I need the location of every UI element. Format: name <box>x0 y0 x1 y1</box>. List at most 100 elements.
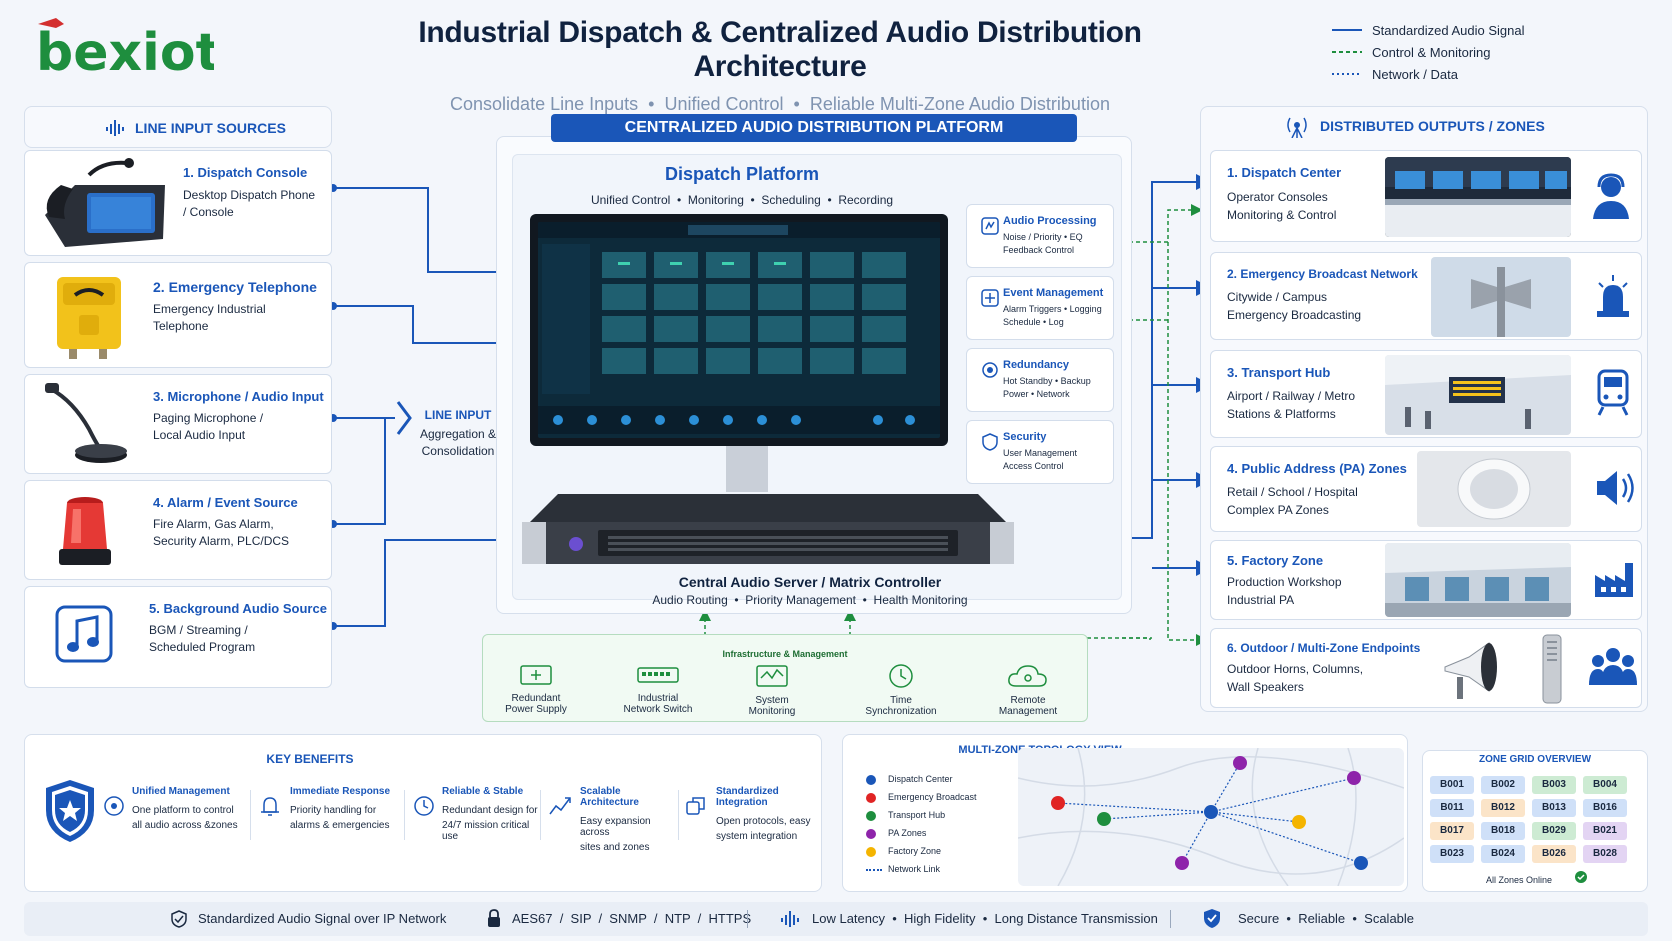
feature-redundancy[interactable]: Redundancy Hot Standby • Backup Power • … <box>966 348 1114 412</box>
redundancy-icon <box>982 362 998 378</box>
footer-item: Low Latency • High Fidelity • Long Dista… <box>812 911 1158 926</box>
topology-legend-item: Emergency Broadcast <box>866 790 1016 808</box>
zone-cell[interactable]: B004 <box>1583 776 1627 794</box>
infra-network-switch: Industrial Network Switch <box>618 662 698 715</box>
infra-remote-management: Remote Management <box>990 662 1066 717</box>
footer-item: Secure • Reliable • Scalable <box>1238 911 1415 926</box>
infra-power-supply: Redundant Power Supply <box>500 662 572 715</box>
people-group-icon <box>1589 648 1637 685</box>
reliability-icon <box>414 796 434 816</box>
zone-cell[interactable]: B012 <box>1481 799 1525 817</box>
check-circle-icon <box>1575 871 1587 883</box>
benefit-unified-management: Unified Management One platform to contr… <box>102 786 248 846</box>
lock-icon <box>488 909 500 927</box>
music-note-icon <box>55 605 113 663</box>
emergency-telephone-icon <box>57 277 121 359</box>
shield-check-icon <box>1204 909 1220 928</box>
input-card-background-audio[interactable]: 5. Background Audio Source BGM / Streami… <box>24 586 332 688</box>
infrastructure-panel <box>482 634 1088 722</box>
factory-photo <box>1385 543 1571 617</box>
integration-icon <box>686 797 705 815</box>
zone-cell[interactable]: B001 <box>1430 776 1474 794</box>
legend-item: Standardized Audio Signal <box>1332 23 1525 38</box>
output-card-pa-zones[interactable]: 4. Public Address (PA) Zones Retail / Sc… <box>1210 446 1642 532</box>
zone-cell[interactable]: B017 <box>1430 822 1474 840</box>
network-switch-icon <box>637 667 679 683</box>
topology-node-pa <box>1233 756 1247 770</box>
bell-icon <box>261 797 279 816</box>
alarm-beacon-icon <box>59 497 111 565</box>
brand-logo: bexiot <box>34 14 220 83</box>
zone-cell[interactable]: B028 <box>1583 845 1627 863</box>
infrastructure-label: Infrastructure & Management <box>722 649 848 659</box>
power-supply-icon <box>520 665 552 685</box>
line-input-aggregation: LINE INPUT Aggregation & Consolidation <box>419 408 497 458</box>
zone-grid: B001 B002 B003 B004 B011 B012 B013 B016 … <box>1430 776 1642 868</box>
logo-mark-icon: bexiot <box>36 18 220 83</box>
benefit-immediate-response: Immediate Response Priority handling for… <box>258 786 406 846</box>
factory-icon <box>1595 563 1633 597</box>
antenna-icon <box>1287 117 1307 138</box>
server-title: Central Audio Server / Matrix Controller <box>678 574 942 590</box>
zone-cell[interactable]: B021 <box>1583 822 1627 840</box>
system-monitoring-icon <box>756 665 788 687</box>
topology-node-factory <box>1292 815 1306 829</box>
shield-check-icon <box>171 910 187 928</box>
zone-cell[interactable]: B011 <box>1430 799 1474 817</box>
output-card-emergency-broadcast[interactable]: 2. Emergency Broadcast Network Citywide … <box>1210 252 1642 340</box>
topology-legend: Dispatch Center Emergency Broadcast Tran… <box>866 772 1016 880</box>
topology-node-dispatch <box>1354 856 1368 870</box>
scalable-graph-icon <box>549 797 571 815</box>
dispatch-monitor <box>530 214 948 446</box>
input-card-dispatch-console[interactable]: 1. Dispatch Console Desktop Dispatch Pho… <box>24 150 332 256</box>
footer-item: AES67 / SIP / SNMP / NTP / HTTPS <box>512 911 752 926</box>
zone-cell[interactable]: B002 <box>1481 776 1525 794</box>
page-subtitle: Consolidate Line Inputs • Unified Contro… <box>450 94 1110 114</box>
topology-node-transport <box>1097 812 1111 826</box>
zone-cell[interactable]: B016 <box>1583 799 1627 817</box>
input-card-alarm-source[interactable]: 4. Alarm / Event Source Fire Alarm, Gas … <box>24 480 332 580</box>
zone-cell[interactable]: B029 <box>1532 822 1576 840</box>
ceiling-speaker-photo <box>1417 451 1571 527</box>
topology-map <box>1018 748 1404 886</box>
infra-time-sync: Time Synchronization <box>858 662 944 717</box>
output-card-transport-hub[interactable]: 3. Transport Hub Airport / Railway / Met… <box>1210 350 1642 438</box>
output-card-factory-zone[interactable]: 5. Factory Zone Production Workshop Indu… <box>1210 540 1642 620</box>
feature-audio-processing[interactable]: Audio Processing Noise / Priority • EQ F… <box>966 204 1114 268</box>
zone-cell[interactable]: B003 <box>1532 776 1576 794</box>
topology-node-pa <box>1347 771 1361 785</box>
cloud-icon <box>1008 665 1047 687</box>
event-management-icon <box>981 289 999 307</box>
feature-security[interactable]: Security User Management Access Control <box>966 420 1114 484</box>
input-sources-header: LINE INPUT SOURCES <box>24 106 332 148</box>
footer-bar: Standardized Audio Signal over IP Networ… <box>24 902 1648 936</box>
monitor-stand <box>726 446 768 492</box>
speaker-icon <box>1597 471 1634 505</box>
svg-text:bexiot: bexiot <box>36 23 214 76</box>
feature-event-management[interactable]: Event Management Alarm Triggers • Loggin… <box>966 276 1114 340</box>
topology-node-broadcast <box>1051 796 1065 810</box>
zone-cell[interactable]: B026 <box>1532 845 1576 863</box>
key-benefits-panel <box>24 734 822 892</box>
zone-cell[interactable]: B018 <box>1481 822 1525 840</box>
topology-legend-item: Transport Hub <box>866 808 1016 826</box>
output-card-outdoor-endpoints[interactable]: 6. Outdoor / Multi-Zone Endpoints Outdoo… <box>1210 628 1642 708</box>
input-card-emergency-telephone[interactable]: 2. Emergency Telephone Emergency Industr… <box>24 262 332 368</box>
output-card-dispatch-center[interactable]: 1. Dispatch Center Operator Consoles Mon… <box>1210 150 1642 242</box>
zone-cell[interactable]: B013 <box>1532 799 1576 817</box>
zone-cell[interactable]: B024 <box>1481 845 1525 863</box>
unified-management-icon <box>104 796 124 816</box>
benefit-standardized-integration: Standardized Integration Open protocols,… <box>684 786 818 846</box>
server-subtitle: Audio Routing • Priority Management • He… <box>652 593 968 607</box>
transport-hub-photo <box>1385 355 1571 435</box>
legend-item: Control & Monitoring <box>1332 45 1491 60</box>
topology-legend-item: Dispatch Center <box>866 772 1016 790</box>
zone-cell[interactable]: B023 <box>1430 845 1474 863</box>
zone-grid-panel <box>1422 750 1648 892</box>
input-card-microphone[interactable]: 3. Microphone / Audio Input Paging Micro… <box>24 374 332 474</box>
legend-item: Network / Data <box>1332 67 1458 82</box>
shield-star-icon <box>46 780 94 842</box>
topology-legend-item: PA Zones <box>866 826 1016 844</box>
infra-system-monitoring: System Monitoring <box>738 664 806 717</box>
security-icon <box>982 433 998 451</box>
